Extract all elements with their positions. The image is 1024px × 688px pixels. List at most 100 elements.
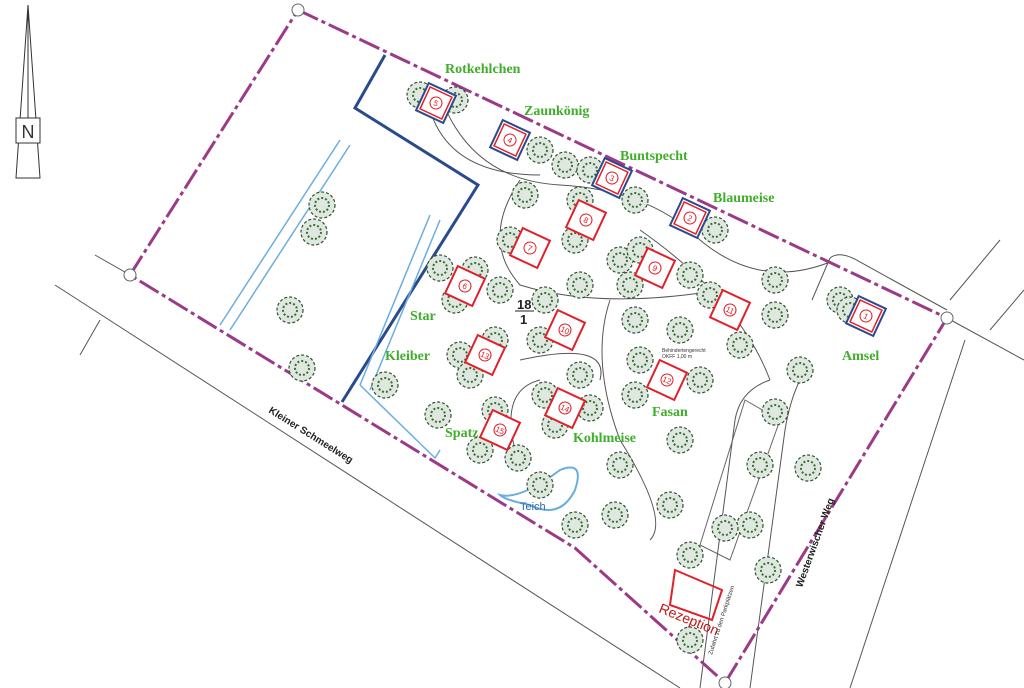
cabin-15[interactable]: 15 — [478, 408, 522, 452]
reception-building — [668, 568, 724, 622]
cabin-3[interactable]: 3 — [590, 156, 634, 200]
tree-icon — [666, 426, 694, 454]
tree-icon — [666, 316, 694, 344]
tree-icon — [551, 151, 579, 179]
property-boundary — [127, 8, 950, 686]
cabin-number: 9 — [651, 263, 659, 273]
cabin-12[interactable]: 12 — [645, 358, 689, 402]
cabin-number: 7 — [526, 243, 534, 253]
cabin-5[interactable]: 5 — [414, 81, 458, 125]
trees — [276, 81, 864, 654]
tree-icon — [676, 541, 704, 569]
tree-icon — [566, 271, 594, 299]
tree-icon — [601, 501, 629, 529]
cabin-number: 5 — [432, 98, 440, 108]
cabin-1[interactable]: 1 — [844, 294, 888, 338]
tree-icon — [761, 266, 789, 294]
north-label: N — [22, 122, 35, 142]
cabin-name-label: Zaunkönig — [524, 104, 589, 119]
tree-icon — [711, 514, 739, 542]
cabin-number: 12 — [661, 374, 673, 386]
tree-icon — [511, 181, 539, 209]
tree-icon — [786, 356, 814, 384]
cabin-2[interactable]: 2 — [668, 196, 712, 240]
cabin-names: Amsel Blaumeise Buntspecht Zaunkönig Rotkehl… — [385, 62, 879, 446]
tree-icon — [300, 218, 328, 246]
cabin-name-label: Fasan — [652, 405, 688, 420]
cabin-number: 3 — [608, 173, 616, 183]
accessible-note-2: OKFF 1,00 m — [662, 354, 692, 360]
cabin-number: 10 — [559, 324, 571, 336]
cabin-number: 4 — [506, 135, 514, 145]
tree-icon — [686, 366, 714, 394]
cabin-11[interactable]: 11 — [708, 288, 752, 332]
cabin-4[interactable]: 4 — [488, 118, 532, 162]
tree-icon — [526, 136, 554, 164]
tree-icon — [761, 398, 789, 426]
tree-icon — [621, 306, 649, 334]
tree-icon — [626, 346, 654, 374]
tree-icon — [761, 301, 789, 329]
tree-icon — [726, 331, 754, 359]
tree-icon — [616, 271, 644, 299]
tree-icon — [676, 626, 704, 654]
cabin-name-label: Star — [410, 309, 436, 324]
cabin-8[interactable]: 8 — [564, 198, 608, 242]
cabin-number: 11 — [724, 305, 736, 317]
tree-icon — [746, 451, 774, 479]
tree-icon — [621, 381, 649, 409]
tree-icon — [676, 261, 704, 289]
cabin-name-label: Buntspecht — [620, 149, 688, 164]
cabin-name-label: Kohlmeise — [573, 431, 636, 446]
cabin-name-label: Blaumeise — [713, 191, 774, 206]
tree-icon — [736, 511, 764, 539]
parcel-number: 18 — [517, 297, 531, 312]
tree-icon — [371, 371, 399, 399]
cabin-14[interactable]: 14 — [543, 386, 587, 430]
road-label-kleiner-schmeelweg: Kleiner Schmeelweg — [266, 405, 354, 466]
tree-icon — [426, 254, 454, 282]
road-label-westerwischer-weg: Westerwischer Weg — [794, 497, 837, 589]
cabin-name-label: Rotkehlchen — [445, 62, 521, 77]
tree-icon — [486, 276, 514, 304]
tree-icon — [424, 401, 452, 429]
cabin-name-label: Amsel — [842, 349, 879, 364]
cabin-7[interactable]: 7 — [508, 226, 552, 270]
accessible-note-1: Behindertengerecht — [662, 348, 706, 354]
tree-icon — [288, 354, 316, 382]
cabin-number: 13 — [479, 349, 491, 361]
cabin-10[interactable]: 10 — [543, 308, 587, 352]
cabin-number: 2 — [686, 213, 694, 223]
tree-icon — [308, 191, 336, 219]
pond-label: Teich — [520, 501, 546, 513]
parcel-subnumber: 1 — [520, 312, 527, 327]
tree-icon — [276, 296, 304, 324]
cabin-13[interactable]: 13 — [463, 333, 507, 377]
tree-icon — [526, 471, 554, 499]
tree-icon — [656, 491, 684, 519]
light-blue-lines — [219, 139, 441, 460]
cabin-name-label: Spatz — [445, 426, 478, 441]
tree-icon — [701, 216, 729, 244]
tree-icon — [621, 186, 649, 214]
tree-icon — [504, 444, 532, 472]
cabin-number: 8 — [582, 215, 590, 225]
tree-icon — [606, 451, 634, 479]
cabin-number: 14 — [559, 402, 571, 414]
cabin-9[interactable]: 9 — [633, 246, 677, 290]
cabin-6[interactable]: 6 — [443, 264, 487, 308]
tree-icon — [566, 361, 594, 389]
cabin-name-label: Kleiber — [385, 349, 430, 364]
boundary-markers — [123, 3, 954, 688]
cabin-number: 15 — [494, 424, 506, 436]
tree-icon — [754, 556, 782, 584]
parking-area — [699, 399, 781, 561]
tree-icon — [794, 454, 822, 482]
cabin-number: 1 — [862, 311, 870, 321]
tree-icon — [561, 511, 589, 539]
tree-icon — [531, 286, 559, 314]
north-arrow-icon: N — [15, 4, 41, 179]
